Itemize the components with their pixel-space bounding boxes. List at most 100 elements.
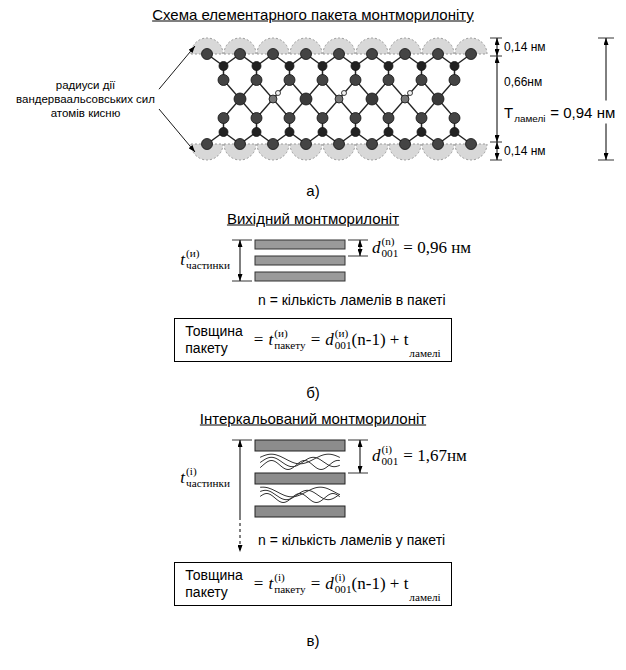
dimension-line: [606, 38, 607, 101]
oxygen-atom: [218, 113, 229, 124]
metal-atom: [432, 93, 444, 105]
extension-line: [348, 473, 368, 474]
dimension-line: [240, 440, 241, 517]
label-group: Tламелі= 0,94 нм: [504, 104, 615, 121]
label-group: 0,14 нм: [504, 40, 546, 54]
panel-heading: Вихідний монтморилоніт: [227, 210, 399, 227]
subscript: ламелі: [409, 592, 440, 604]
oxygen-atom: [218, 75, 229, 86]
superscript: (i): [382, 444, 399, 456]
hydroxyl-oxygen: [269, 95, 277, 103]
dimension-line: [240, 240, 241, 281]
subscript: пакету: [274, 340, 306, 352]
formula-text: t: [268, 574, 273, 594]
formula-text: =: [311, 330, 321, 350]
index-stack: (n)001: [382, 236, 399, 260]
metal-atom: [300, 93, 312, 105]
particle-thickness: t: [180, 468, 185, 488]
silicon-atom: [219, 62, 228, 71]
oxygen-atom: [334, 49, 345, 60]
silicon-atom: [252, 128, 261, 137]
oxygen-atom: [202, 49, 213, 60]
superscript: (n): [382, 236, 399, 248]
oxygen-atom: [235, 49, 246, 60]
index-stack: (i)частинки: [186, 466, 230, 490]
oxygen-atom: [202, 139, 213, 150]
figure-heading: Схема елементарного пакета монтморилоніт…: [152, 6, 474, 23]
extension-line: [490, 142, 502, 143]
formula-box: Товщина пакету=t(i)пакету=d(i)001(n-1) +…: [174, 562, 451, 606]
label-group: t(и)частинки: [180, 248, 230, 272]
oxygen-atom: [466, 139, 477, 150]
oxygen-atom: [449, 75, 460, 86]
lamella: [255, 256, 345, 265]
lamella: [255, 506, 345, 517]
oxygen-atom: [235, 139, 246, 150]
metal-atom: [366, 93, 378, 105]
oxygen-atom: [268, 139, 279, 150]
formula-text: =: [254, 574, 264, 594]
label-group: n = кількість ламелів у пакеті: [258, 532, 445, 548]
pristine-stack: [232, 240, 368, 281]
basal-spacing: d: [372, 446, 381, 466]
subscript: 001: [382, 248, 399, 260]
bonds: [207, 54, 471, 144]
index-stack: (i)пакету: [274, 572, 306, 596]
oxygen-atom: [466, 49, 477, 60]
formula-text: t: [268, 330, 273, 350]
superscript: (и): [186, 248, 230, 260]
extension-line: [232, 440, 252, 441]
oxygen-atom: [317, 113, 328, 124]
label-group: t(i)частинки: [180, 466, 230, 490]
oxygen-atom: [301, 49, 312, 60]
oxygen-atom: [350, 75, 361, 86]
silicon-atom: [219, 128, 228, 137]
silicon-atom: [351, 128, 360, 137]
dimension-line: [497, 56, 498, 142]
label-group: Інтеркальований монтморилоніт: [200, 410, 426, 427]
extension-line: [348, 240, 368, 241]
index-stack: (i)001: [382, 444, 399, 468]
dimension-line: [360, 440, 361, 473]
superscript: (i): [274, 572, 306, 584]
oxygen-atom: [284, 113, 295, 124]
oxygen-atom: [301, 139, 312, 150]
dimension-label: 0,66нм: [504, 75, 542, 89]
formula-text: Товщина пакету: [185, 567, 243, 601]
oxygen-atom: [400, 49, 411, 60]
extension-line: [490, 38, 502, 39]
basal-spacing: d: [372, 238, 381, 258]
metal-atom: [234, 93, 246, 105]
label-group: n = кількість ламелів в пакеті: [258, 292, 446, 308]
subscript: ламелі: [514, 113, 545, 123]
formula-text: (n-1) + t: [352, 574, 409, 594]
formula-text: d: [325, 574, 334, 594]
label-group: 0,14 нм: [504, 144, 546, 158]
dimension-line: [606, 124, 607, 161]
dimension-line: [240, 517, 241, 552]
oxygen-atom: [367, 139, 378, 150]
extension-line: [232, 240, 252, 241]
silicon-atom: [384, 62, 393, 71]
oxygen-atom: [416, 113, 427, 124]
oxygen-atom: [284, 75, 295, 86]
index-stack: (и)пакету: [274, 328, 306, 352]
atoms: [202, 49, 477, 150]
panel-letter: в): [307, 632, 320, 649]
oxygen-atom: [350, 113, 361, 124]
hydrogen-atom: [342, 91, 347, 96]
silicon-atom: [351, 62, 360, 71]
silicon-atom: [285, 128, 294, 137]
thickness-label: T: [504, 104, 513, 121]
oxygen-atom: [268, 49, 279, 60]
polymer-chain: [260, 493, 340, 502]
formula-text: =: [254, 330, 264, 350]
index-stack: (и)001: [335, 328, 352, 352]
formula-text: Товщина пакету: [185, 323, 243, 357]
label-group: d(n)001= 0,96 нм: [372, 236, 471, 260]
formula-text: =: [311, 574, 321, 594]
oxygen-atom: [383, 75, 394, 86]
dimension-line: [497, 38, 498, 56]
polymer-chain: [260, 460, 340, 469]
